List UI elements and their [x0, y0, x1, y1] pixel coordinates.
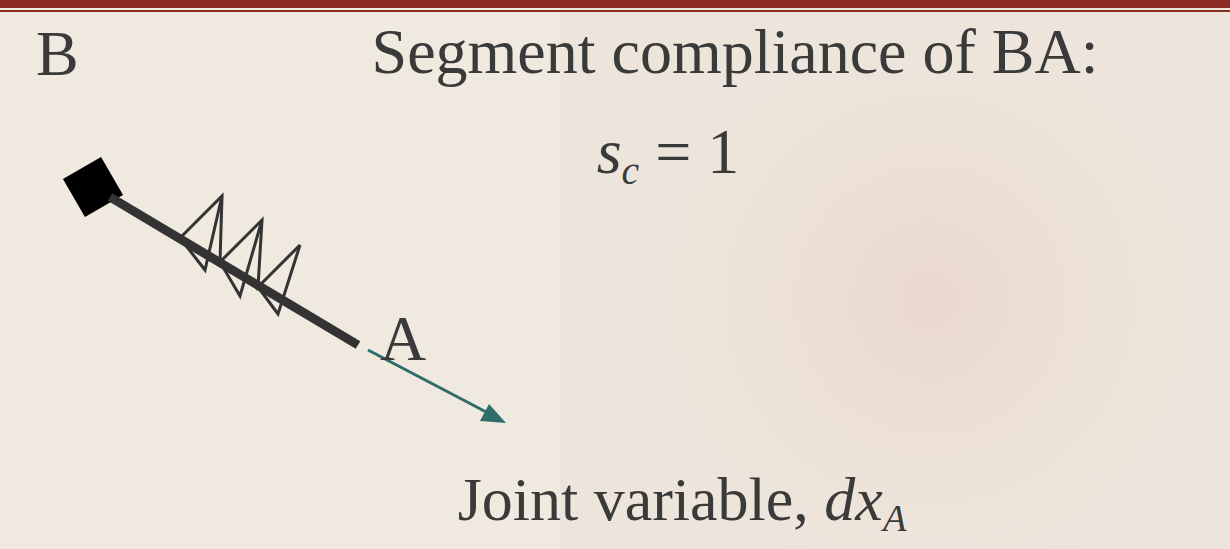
top-bar — [0, 0, 1230, 8]
spring-symbol — [258, 245, 300, 314]
top-rule — [0, 10, 1230, 12]
heading-text: Segment compliance of BA: — [372, 20, 1099, 84]
arrowhead — [480, 404, 506, 423]
point-label: B — [36, 22, 79, 86]
point-label: A — [380, 307, 426, 371]
spring-symbol — [220, 220, 262, 296]
equation: sc = 1 — [597, 120, 740, 184]
joint-variable-label: Joint variable, dxA — [458, 468, 907, 530]
spring-symbol — [180, 196, 300, 287]
fixed-block — [63, 157, 123, 217]
spring-symbol — [180, 196, 222, 270]
segment-rod — [110, 197, 358, 345]
